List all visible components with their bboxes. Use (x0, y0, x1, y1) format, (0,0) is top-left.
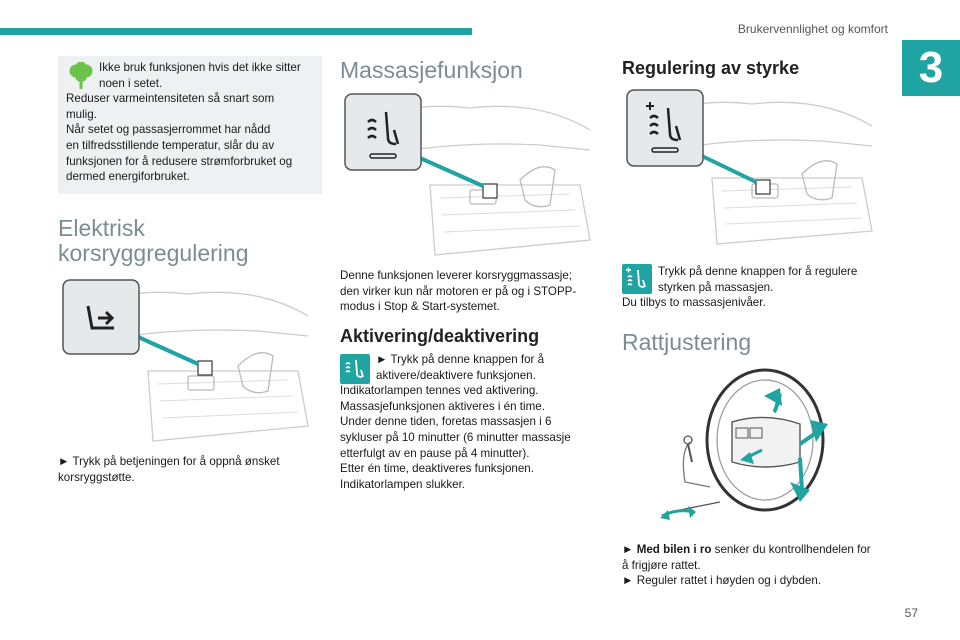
lumbar-seat-icon (86, 305, 115, 330)
lumbar-line: korsryggstøtte. (58, 470, 135, 484)
eco-line: Når setet og passasjerrommet har nådd (66, 123, 271, 137)
massage-intensity-icon (646, 102, 682, 153)
lumbar-title: Elektrisk korsryggregulering (58, 216, 248, 266)
steering-wheel-illustration (660, 368, 828, 520)
massage-seat-illustration (344, 93, 591, 256)
intensity-line: styrken på massasjen. (658, 280, 774, 294)
chapter-tab: 3 (902, 40, 960, 96)
lumbar-line: ► Trykk på betjeningen for å oppnå ønske… (58, 455, 280, 468)
activation-line: ► Trykk på denne knappen for å (376, 353, 545, 366)
massage-intro-line: den virker kun når motoren er på og i ST… (340, 284, 577, 298)
activation-line: Under denne tiden, foretas massasjen i 6 (340, 415, 552, 429)
massage-intro: Denne funksjonen leverer korsryggmassasj… (340, 268, 602, 315)
eco-line: mulig. (66, 107, 97, 121)
activation-line: Indikatorlampen tennes ved aktivering. (340, 384, 539, 398)
steering-title: Rattjustering (622, 329, 752, 355)
section-title: Brukervennlighet og komfort (737, 22, 888, 36)
massage-seat-icon (367, 111, 400, 159)
activation-line: sykluser på 10 minutter (6 minutter mass… (340, 430, 571, 444)
bullet: ► (622, 543, 637, 556)
lumbar-title-line: Elektrisk (58, 215, 145, 241)
massage-intro-line: modus i Stop & Start-systemet. (340, 300, 500, 314)
massage-button-icon (340, 354, 370, 384)
eco-line: funksjonen for å redusere strømforbruket… (66, 154, 293, 168)
activation-line: Massasjefunksjonen aktiveres i én time. (340, 399, 545, 413)
eco-note: Ikke bruk funksjonen hvis det ikke sitte… (58, 56, 322, 194)
steering-text: ► Med bilen i ro senker du kontrollhende… (622, 542, 884, 589)
intensity-button-icon (622, 264, 652, 294)
activation-line: etterfulgt av en pause på 4 minutter). (340, 446, 530, 460)
activation-line: Etter én time, deaktiveres funksjonen. (340, 462, 534, 476)
eco-line: Ikke bruk funksjonen hvis det ikke sitte… (99, 61, 301, 74)
eco-line: noen i setet. (99, 76, 163, 90)
lumbar-instructions: ► Trykk på betjeningen for å oppnå ønske… (58, 454, 322, 485)
intensity-text: Trykk på denne knappen for å regulere st… (622, 264, 884, 311)
intensity-seat-illustration (626, 89, 873, 245)
steering-line-rest: senker du kontrollhendelen for (711, 543, 871, 556)
steering-line: å frigjøre rattet. (622, 558, 701, 572)
intensity-title: Regulering av styrke (622, 58, 800, 78)
header-accent-bar (0, 28, 472, 35)
page-number: 57 (904, 606, 918, 620)
activation-line: Indikatorlampen slukker. (340, 477, 466, 491)
lumbar-seat-illustration (62, 279, 309, 442)
activation-title: Aktivering/deaktivering (340, 326, 540, 346)
massage-title: Massasjefunksjon (340, 57, 523, 83)
eco-line: dermed energiforbruket. (66, 170, 190, 184)
massage-intro-line: Denne funksjonen leverer korsryggmassasj… (340, 269, 572, 282)
steering-line: ► Med bilen i ro senker du kontrollhende… (622, 542, 884, 558)
eco-line: Reduser varmeintensiteten så snart som (66, 92, 275, 106)
intensity-line: Du tilbys to massasjenivåer. (622, 296, 766, 310)
eco-line: en tilfredsstillende temperatur, slår du… (66, 138, 275, 152)
intensity-line: Trykk på denne knappen for å regulere (658, 265, 858, 278)
steering-keyword: Med bilen i ro (636, 543, 712, 556)
lumbar-title-line: korsryggregulering (58, 240, 249, 266)
activation-line: aktivere/deaktivere funksjonen. (376, 368, 536, 382)
activation-text: ► Trykk på denne knappen for å aktivere/… (340, 352, 602, 492)
leaf-icon (69, 62, 93, 89)
steering-line: ► Reguler rattet i høyden og i dybden. (622, 574, 822, 588)
